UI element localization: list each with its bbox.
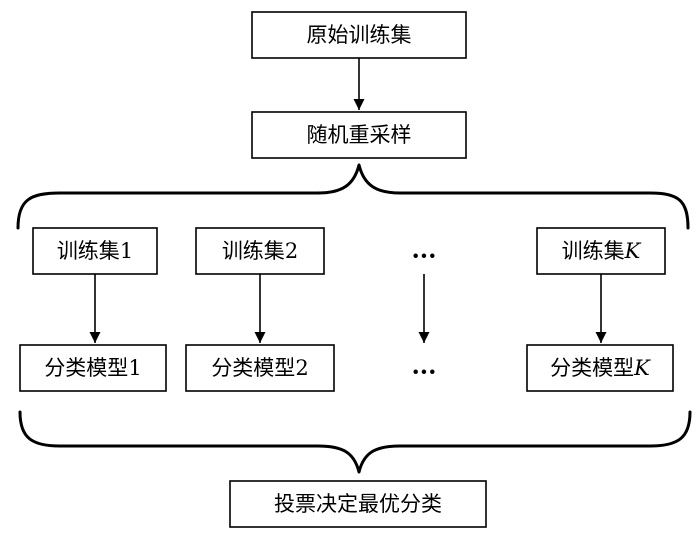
training-set-1-node: 训练集1: [32, 227, 158, 275]
model-2-label: 分类模型2: [211, 356, 308, 380]
vote-best-classification-node: 投票决定最优分类: [229, 480, 487, 528]
original-training-set-label: 原始训练集: [307, 23, 412, 47]
training-set-k-node: 训练集K: [536, 227, 666, 275]
model-ellipsis: ···: [411, 357, 436, 386]
vote-best-classification-label: 投票决定最优分类: [274, 492, 442, 516]
model-k-label: 分类模型K: [550, 356, 651, 380]
bottom-brace: [18, 410, 692, 474]
model-k-node: 分类模型K: [526, 344, 674, 392]
training-set-2-node: 训练集2: [195, 227, 325, 275]
original-training-set-node: 原始训练集: [251, 11, 467, 59]
model-2-node: 分类模型2: [185, 344, 335, 392]
training-set-1-label: 训练集1: [57, 239, 133, 263]
model-1-node: 分类模型1: [19, 344, 167, 392]
random-resampling-label: 随机重采样: [307, 123, 412, 147]
top-brace: [16, 163, 690, 230]
random-resampling-node: 随机重采样: [251, 111, 467, 159]
training-set-ellipsis: ···: [411, 241, 436, 270]
training-set-2-label: 训练集2: [222, 239, 298, 263]
model-1-label: 分类模型1: [44, 356, 141, 380]
training-set-k-label: 训练集K: [562, 239, 642, 263]
